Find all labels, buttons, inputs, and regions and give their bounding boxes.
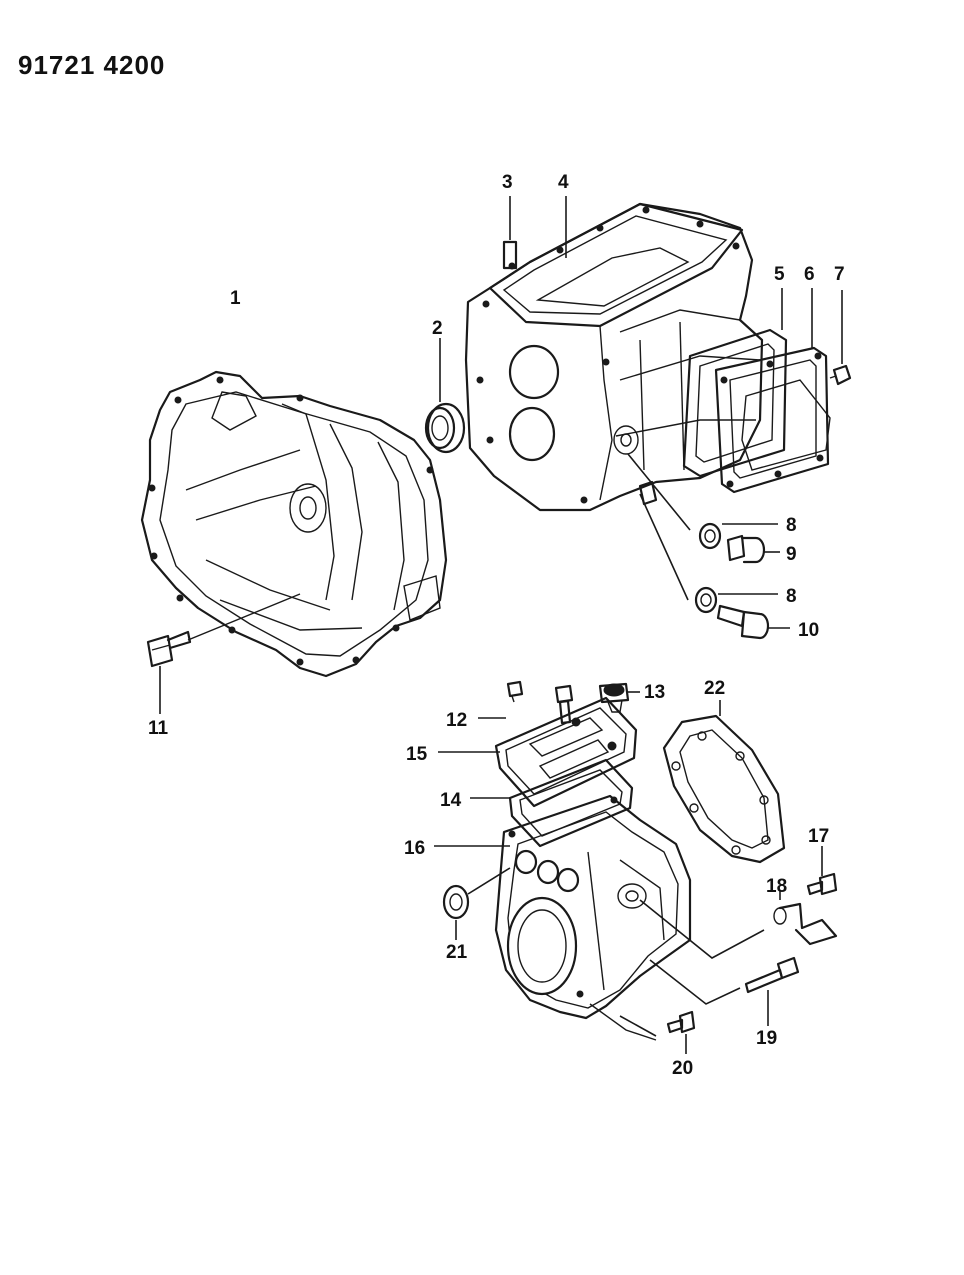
callout-16: 16 — [404, 838, 425, 859]
gasket-part-14 — [470, 758, 634, 848]
bolt-part-7 — [829, 290, 852, 386]
callout-22: 22 — [704, 678, 725, 699]
callout-1: 1 — [230, 288, 241, 309]
callout-12: 12 — [446, 710, 467, 731]
callout-6: 6 — [804, 264, 815, 285]
callout-20: 20 — [672, 1058, 693, 1079]
washer-part-8-lower — [694, 586, 778, 614]
switch-part-13 — [598, 682, 640, 713]
transmission-case-part-4 — [464, 196, 764, 601]
callout-9: 9 — [786, 544, 797, 565]
gasket-part-5 — [682, 288, 788, 478]
dowel-pin-part-3 — [502, 196, 518, 270]
bolt-part-20 — [619, 1010, 696, 1054]
clutch-housing-part-1 — [140, 370, 448, 678]
callout-2: 2 — [432, 318, 443, 339]
cover-part-6 — [714, 288, 831, 494]
bracket-part-18 — [773, 890, 838, 946]
callout-11: 11 — [148, 718, 169, 739]
gasket-part-22 — [662, 700, 786, 864]
callout-19: 19 — [756, 1028, 777, 1049]
bolt-part-11 — [146, 630, 192, 714]
bolt-part-19 — [744, 956, 800, 1026]
callout-5: 5 — [774, 264, 785, 285]
extension-housing-part-16 — [434, 794, 765, 1041]
callout-18: 18 — [766, 876, 787, 897]
callout-17: 17 — [808, 826, 829, 847]
callout-14: 14 — [440, 790, 462, 811]
vent-plug-part-12 — [478, 680, 524, 719]
callout-8-upper: 8 — [786, 515, 797, 536]
cover-plate-part-15 — [438, 696, 638, 808]
callout-21: 21 — [446, 942, 468, 963]
washer-part-8-upper — [698, 522, 778, 550]
bearing-part-2 — [424, 338, 466, 454]
callout-8-lower: 8 — [786, 586, 797, 607]
callout-7: 7 — [834, 264, 845, 285]
drawing-id: 91721 4200 — [18, 50, 165, 80]
callout-4: 4 — [558, 172, 569, 193]
callout-13: 13 — [644, 682, 665, 703]
callout-10: 10 — [798, 620, 819, 641]
bolt-part-17 — [806, 846, 838, 896]
callout-3: 3 — [502, 172, 513, 193]
seal-part-21 — [442, 867, 511, 940]
plug-part-9 — [726, 534, 780, 564]
plug-part-10 — [716, 604, 790, 640]
callout-15: 15 — [406, 744, 428, 765]
